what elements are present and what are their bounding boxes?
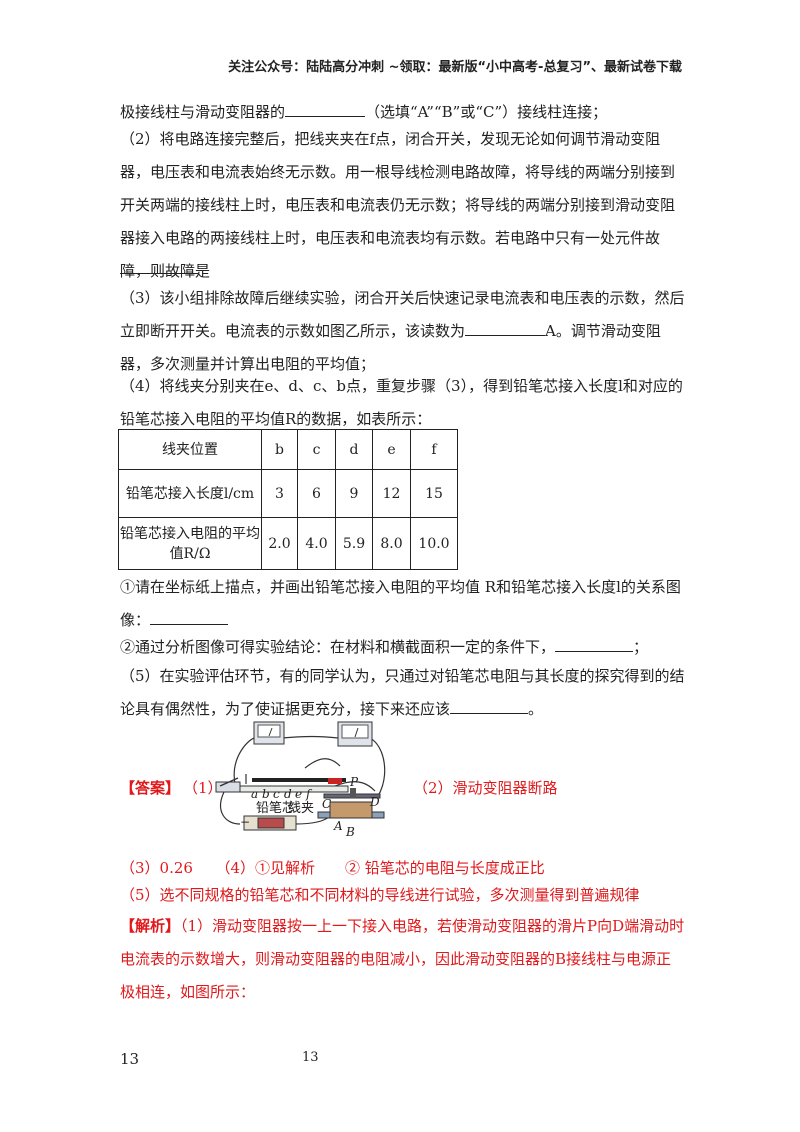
answer-blank-4 — [150, 606, 229, 625]
point-label: e — [295, 787, 302, 801]
table-row: 铅笔芯接入长度l/cm 3 6 9 12 15 — [118, 469, 458, 518]
table-cell: 6 — [297, 469, 336, 518]
ammeter — [253, 721, 285, 745]
table-row: 铅笔芯接入电阻的平均值R/Ω 2.0 4.0 5.9 8.0 10.0 — [118, 517, 458, 570]
table-cell: 2.0 — [261, 517, 298, 570]
point-label: f — [305, 787, 313, 801]
line-1: 极接线柱与滑动变阻器的 （选填“A”“B”或“C”）接线柱连接； — [120, 96, 685, 129]
analysis-text: （1）滑动变阻器按一上一下接入电路，若使滑动变阻器的滑片P向D端滑动时电流表的示… — [120, 917, 685, 1001]
rheostat-label-b: B — [345, 825, 355, 838]
question-3: （3）该小组排除故障后继续实验，闭合开关后快速记录电流表和电压表的示数，然后立即… — [120, 282, 685, 381]
answer-tag: 【答案】 — [120, 779, 181, 797]
answer-blank-5 — [555, 633, 634, 652]
table-cell: 9 — [335, 469, 373, 518]
question-5: （5）在实验评估环节，有的同学认为，只通过对铅笔芯电阻与其长度的探究得到的结论具… — [120, 660, 685, 726]
rheostat — [317, 788, 385, 819]
battery — [243, 815, 297, 831]
point-label: d — [284, 787, 292, 801]
point-label: b — [262, 787, 270, 801]
sub-question-1: ①请在坐标纸上描点，并画出铅笔芯接入电阻的平均值 R和铅笔芯接入长度l的关系图像… — [120, 571, 685, 637]
sub-question-2-end: ； — [633, 638, 649, 656]
sub-question-2-text: ②通过分析图像可得实验结论：在材料和横截面积一定的条件下， — [120, 638, 556, 656]
table-cell: e — [372, 429, 411, 470]
table-cell: 线夹位置 — [118, 429, 262, 470]
rheostat-label-d: D — [369, 795, 380, 809]
answer-1: （1） — [183, 779, 223, 797]
voltmeter — [337, 721, 373, 747]
line-1-text-b: （选填“A”“B”或“C”）接线柱连接； — [365, 103, 608, 121]
table-cell: 15 — [410, 469, 458, 518]
point-label: c — [273, 787, 280, 801]
line-1-text: 极接线柱与滑动变阻器的 — [120, 103, 286, 121]
answer-blank-6 — [450, 695, 529, 714]
answer-blank-2 — [120, 255, 198, 274]
pencil-label: 铅笔芯 — [256, 800, 295, 816]
circuit-diagram: a b c d e f 铅笔芯 线夹 C P D A B − — [215, 721, 386, 838]
table-cell: c — [297, 429, 336, 470]
question-5-text: （5）在实验评估环节，有的同学认为，只通过对铅笔芯电阻与其长度的探究得到的结论具… — [120, 667, 685, 718]
answer-blank-3 — [465, 317, 546, 336]
page-number-left: 13 — [120, 1050, 140, 1068]
table-header-row: 线夹位置 b c d e f — [118, 429, 458, 470]
table-cell: 3 — [261, 469, 298, 518]
rheostat-label-a: A — [333, 819, 343, 833]
analysis-tag: 【解析】 — [120, 917, 181, 935]
table-cell: 铅笔芯接入电阻的平均值R/Ω — [118, 517, 262, 570]
clip-label: 线夹 — [288, 801, 314, 816]
table-cell: 10.0 — [410, 517, 458, 570]
question-4: （4）将线夹分别夹在e、d、c、b点，重复步骤（3），得到铅笔芯接入长度l和对应… — [120, 377, 683, 428]
question-3-text-b: A。调节滑动变阻器，多次测量并计算出电阻的平均值； — [120, 322, 661, 373]
page-header: 关注公众号：陆陆高分冲刺 ~领取：最新版“小中高考-总复习”、最新试卷下载 — [228, 60, 682, 75]
point-label: a — [251, 787, 258, 801]
table-cell: 12 — [372, 469, 411, 518]
analysis: 【解析】（1）滑动变阻器按一上一下接入电路，若使滑动变阻器的滑片P向D端滑动时电… — [120, 910, 685, 1009]
table-cell: 5.9 — [335, 517, 373, 570]
table-cell: d — [335, 429, 373, 470]
switch — [215, 777, 241, 793]
table-cell: 8.0 — [372, 517, 411, 570]
rheostat-label-p: P — [349, 775, 359, 789]
question-5-end: 。 — [528, 700, 544, 718]
sub-question-2: ②通过分析图像可得实验结论：在材料和横截面积一定的条件下， ； — [120, 631, 685, 664]
answer-5: （5）选不同规格的铅笔芯和不同材料的导线进行试验，多次测量得到普遍规律 — [120, 886, 640, 904]
data-table: 线夹位置 b c d e f 铅笔芯接入长度l/cm 3 6 9 12 15 铅… — [118, 429, 458, 570]
question-3-text: （3）该小组排除故障后继续实验，闭合开关后快速记录电流表和电压表的示数，然后立即… — [120, 289, 685, 340]
question-2: （2）将电路连接完整后，把线夹夹在f点，闭合开关，发现无论如何调节滑动变阻器，电… — [120, 130, 676, 280]
table-cell: 铅笔芯接入长度l/cm — [118, 469, 262, 518]
table-cell: f — [410, 429, 458, 470]
battery-minus: − — [240, 815, 250, 829]
table-cell: 4.0 — [297, 517, 336, 570]
answer-3-4: （3）0.26 （4）①见解析 ② 铅笔芯的电阻与长度成正比 — [120, 859, 545, 877]
answer-2: （2）滑动变阻器断路 — [413, 779, 558, 797]
sub-question-1-text: ①请在坐标纸上描点，并画出铅笔芯接入电阻的平均值 R和铅笔芯接入长度l的关系图像… — [120, 578, 681, 629]
rheostat-label-c: C — [322, 797, 331, 811]
table-cell: b — [261, 429, 298, 470]
page-number-center: 13 — [302, 1050, 319, 1065]
answer-blank-1 — [285, 98, 366, 117]
